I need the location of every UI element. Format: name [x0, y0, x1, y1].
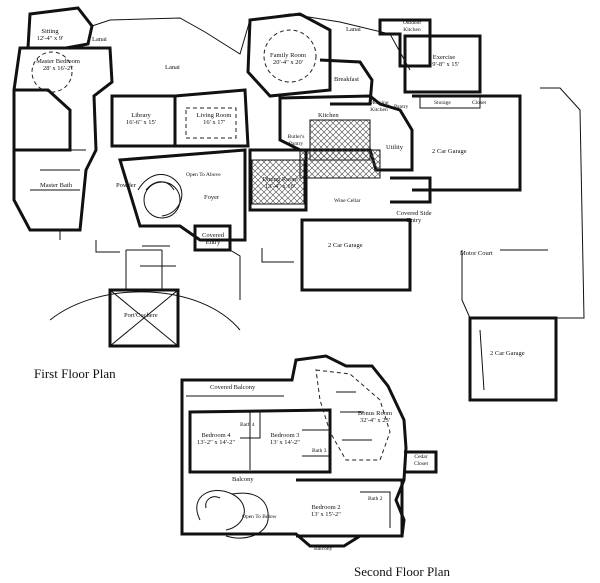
- label-cedar-closet: Cedar Closet: [413, 454, 429, 467]
- label-garage-center: 2 Car Garage: [328, 242, 363, 249]
- label-foyer: Foyer: [204, 194, 220, 201]
- room-master-bedroom: Master Bedroom 28' x 16'-2": [28, 58, 88, 72]
- second-floor-title: Second Floor Plan: [354, 564, 451, 579]
- room-sitting: Sitting 12'-4" x 9': [30, 28, 70, 42]
- first-floor-title: First Floor Plan: [34, 366, 116, 381]
- label-outdoor-kitchen: Outdoor Kitchen: [402, 20, 422, 33]
- room-bedroom3: Bedroom 3 13' x 14'-2": [262, 432, 308, 446]
- room-exercise: Exercise 19'-8" x 15': [416, 54, 472, 68]
- label-open-to-below: Open To Below: [242, 514, 277, 520]
- room-name: Living Room: [196, 112, 232, 119]
- room-dim: 13' x 14'-2": [270, 439, 300, 446]
- room-bedroom4: Bedroom 4 13'-2" x 14'-2": [192, 432, 240, 446]
- label-covered-balcony: Covered Balcony: [210, 384, 256, 391]
- room-dim: 32'-4" x 23': [360, 417, 390, 424]
- label-storage: Storage: [434, 100, 451, 106]
- label-breakfast: Breakfast: [334, 76, 359, 83]
- room-name: Sitting: [41, 28, 59, 35]
- room-dim: 20'-4" x 20': [273, 59, 303, 66]
- label-bath3: Bath 3: [312, 448, 327, 454]
- room-name: Bonus Room: [357, 410, 393, 417]
- label-balcony-south: Balcony: [314, 546, 333, 552]
- label-master-bath: Master Bath: [40, 182, 72, 189]
- label-closet: Closet: [472, 100, 487, 106]
- second-floor-walls: [180, 354, 438, 548]
- room-name: Library: [131, 112, 151, 119]
- room-name: Master Bedroom: [36, 58, 80, 65]
- room-name: Bedroom 4: [201, 432, 231, 439]
- room-dim: 13'-4" x 16': [265, 183, 295, 190]
- room-bedroom2: Bedroom 2 13' x 15'-2": [302, 504, 350, 518]
- label-covered-entry: Covered Entry: [201, 232, 225, 246]
- label-lanai-top: Lanai: [346, 26, 361, 33]
- label-balcony: Balcony: [232, 476, 254, 483]
- label-lanai-nw: Lanai: [92, 36, 107, 43]
- label-open-to-above: Open To Above: [186, 172, 221, 178]
- room-name: Bedroom 2: [311, 504, 341, 511]
- label-motor-court: Motor Court: [460, 250, 493, 257]
- label-kitchen: Kitchen: [318, 112, 339, 119]
- label-porte-cochere: Port'Cochere: [124, 312, 158, 319]
- label-wine-cellar: Wine Cellar: [334, 198, 361, 204]
- room-dim: 19'-8" x 15': [429, 61, 459, 68]
- room-dim: 28' x 16'-2": [43, 65, 73, 72]
- room-name: Bedroom 3: [270, 432, 300, 439]
- room-bonus-room: Bonus Room 32'-4" x 23': [350, 410, 400, 424]
- room-dining-room: Dining Room 13'-4" x 16': [256, 176, 304, 190]
- label-pantry: Pantry: [394, 104, 409, 110]
- room-dim: 16' x 17': [203, 119, 225, 126]
- label-morning-kitchen: Morning Kitchen: [369, 100, 389, 113]
- room-name: Dining Room: [262, 176, 298, 183]
- label-utility: Utility: [386, 144, 403, 151]
- first-floor-walls: [12, 6, 585, 402]
- label-garage-east: 2 Car Garage: [432, 148, 467, 155]
- room-living-room: Living Room 16' x 17': [190, 112, 238, 126]
- room-dim: 13' x 15'-2": [311, 511, 341, 518]
- room-dim: 13'-2" x 14'-2": [197, 439, 235, 446]
- label-powder: Powder: [116, 182, 136, 189]
- room-library: Library 16'-6" x 15': [116, 112, 166, 126]
- room-dim: 16'-6" x 15': [126, 119, 156, 126]
- label-butlers-pantry: Butler's Pantry: [287, 134, 305, 147]
- label-bath2: Bath 2: [368, 496, 383, 502]
- label-bath4: Bath 4: [240, 422, 255, 428]
- room-name: Exercise: [432, 54, 456, 61]
- room-name: Family Room: [270, 52, 306, 59]
- label-garage-south: 2 Car Garage: [490, 350, 525, 357]
- room-family-room: Family Room 20'-4" x 20': [258, 52, 318, 66]
- label-lanai-mid: Lanai: [165, 64, 180, 71]
- label-covered-side-entry: Covered Side Entry: [396, 210, 432, 224]
- room-dim: 12'-4" x 9': [36, 35, 64, 42]
